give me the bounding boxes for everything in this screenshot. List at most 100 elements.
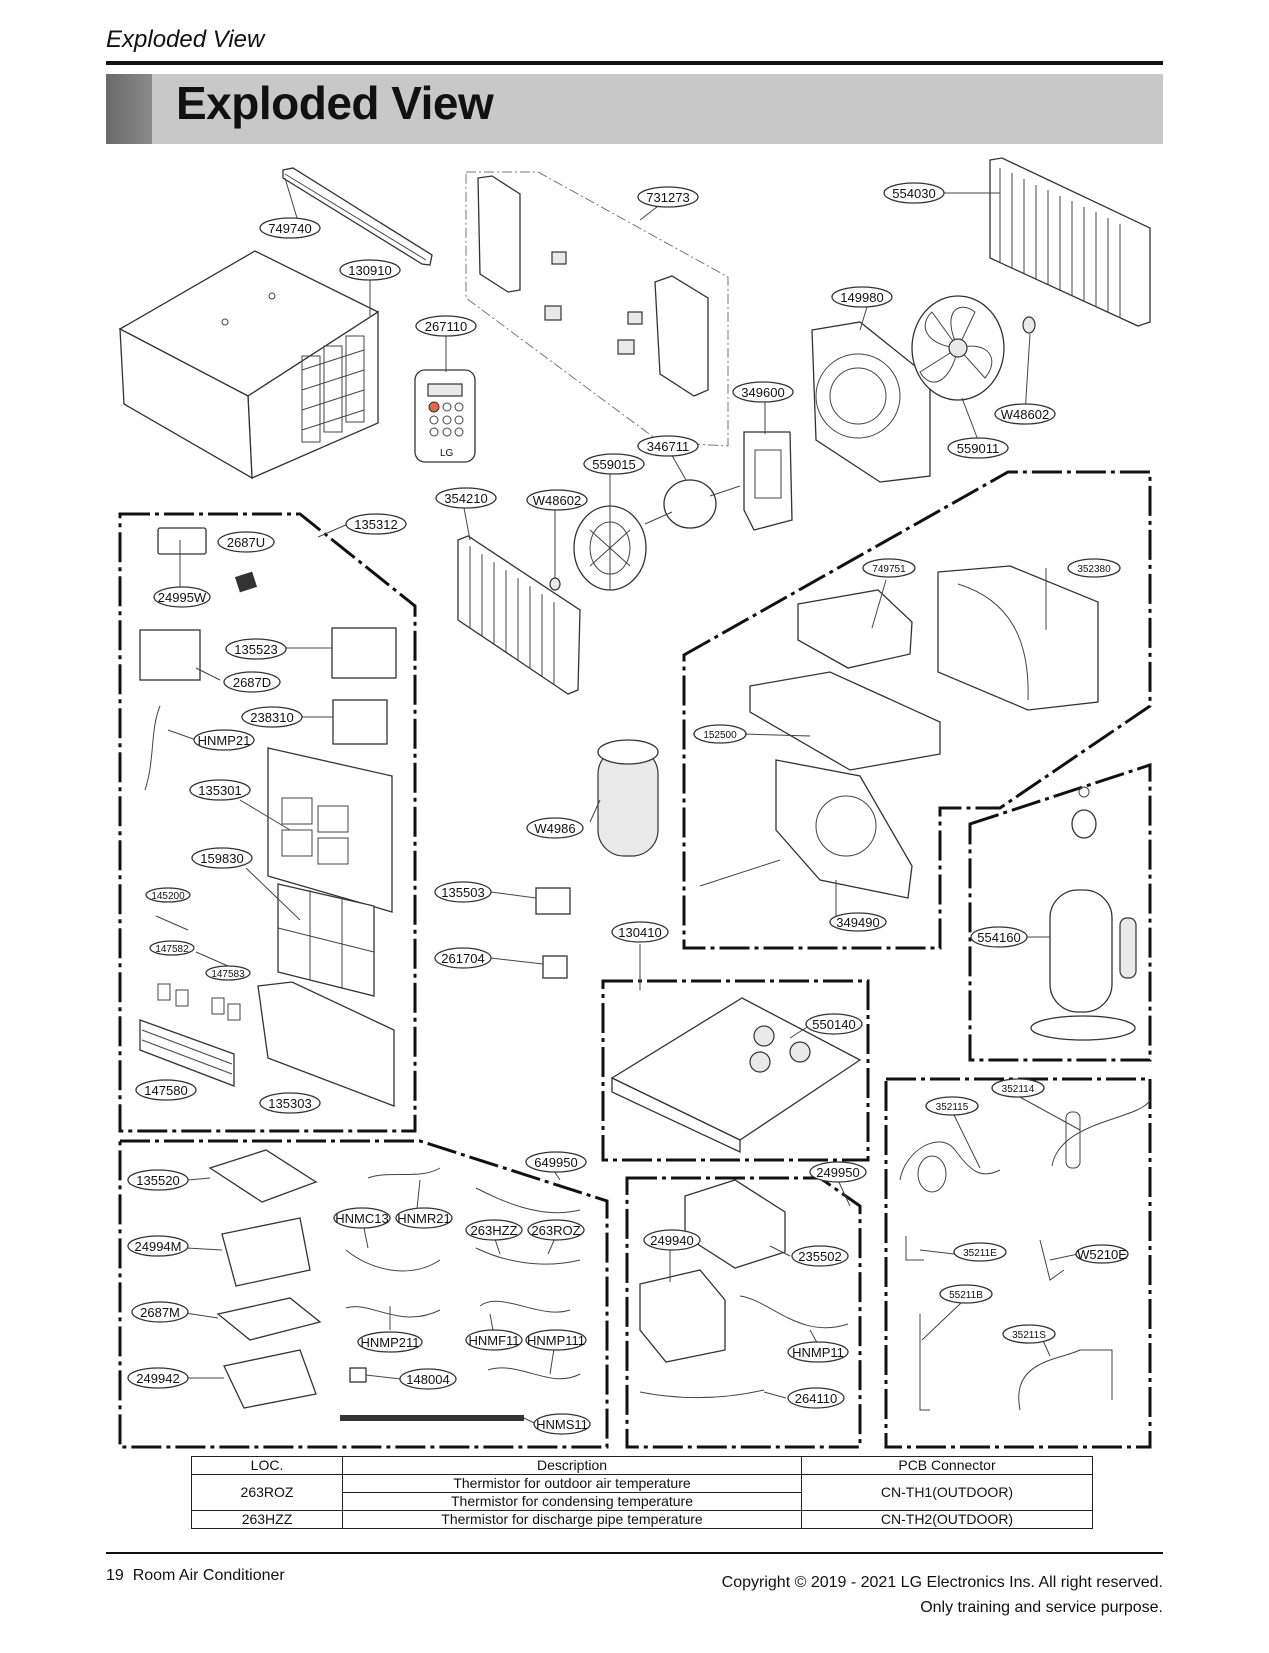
terminal-part (349, 1367, 367, 1383)
callout-W5210E: W5210E (1075, 1244, 1129, 1264)
control-box-cover-part (208, 1149, 318, 1203)
callout-147580: 147580 (135, 1079, 197, 1101)
svg-text:152500: 152500 (703, 730, 737, 741)
table-cell-loc: 263HZZ (191, 1510, 343, 1529)
turbo-fan-part (573, 505, 647, 591)
callout-130410: 130410 (611, 921, 669, 943)
pipe-352115-part (899, 1141, 1001, 1181)
harness-part (144, 705, 161, 791)
svg-text:135523: 135523 (234, 642, 277, 657)
svg-text:749751: 749751 (872, 564, 906, 575)
callout-346711: 346711 (637, 435, 699, 457)
callout-264110: 264110 (787, 1387, 845, 1409)
callout-349600: 349600 (732, 381, 794, 403)
pipe-352114-part (1051, 1099, 1151, 1167)
running-header: Exploded View (106, 26, 265, 53)
table-header-cell: LOC. (191, 1456, 343, 1475)
callout-HNMR21: HNMR21 (395, 1207, 453, 1229)
wire-harness-d-part (479, 1300, 571, 1313)
header-rule (106, 61, 1163, 65)
svg-text:2687D: 2687D (233, 675, 271, 690)
callout-263HZZ: 263HZZ (465, 1219, 523, 1241)
svg-text:554160: 554160 (977, 930, 1020, 945)
table-row: Thermistor for condensing temperature (192, 1492, 1093, 1511)
thermistor-263HZZ-part (475, 1187, 581, 1214)
pipe-55211B-part (919, 1314, 930, 1411)
footer-copyright: Copyright © 2019 - 2021 LG Electronics I… (721, 1574, 1163, 1591)
footer-purpose: Only training and service purpose. (920, 1599, 1163, 1616)
callout-238310: 238310 (241, 706, 303, 728)
thermistor-location-table: LOC. Description PCB Connector 263ROZ Th… (191, 1456, 1093, 1529)
svg-text:352380: 352380 (1077, 564, 1111, 575)
pipe-35211E-part (905, 1236, 924, 1261)
electrical-box-part (639, 1269, 726, 1363)
shroud-part (811, 321, 931, 483)
callout-HNMP211: HNMP211 (357, 1331, 423, 1353)
fan-clamp-lower-part (549, 577, 561, 591)
svg-text:55211B: 55211B (949, 1290, 983, 1301)
svg-text:263ROZ: 263ROZ (531, 1223, 580, 1238)
electrical-box-cover-part (684, 1179, 786, 1269)
callout-159830: 159830 (191, 847, 253, 869)
table-cell-pcb: CN-TH2(OUTDOOR) (801, 1510, 1093, 1529)
svg-text:W4986: W4986 (534, 821, 575, 836)
callout-35211E: 35211E (953, 1242, 1007, 1262)
wire-harness-hnmp11-part (739, 1295, 849, 1329)
svg-text:349600: 349600 (741, 385, 784, 400)
svg-text:HNMP21: HNMP21 (198, 733, 251, 748)
svg-text:HNMP111: HNMP111 (527, 1333, 585, 1348)
svg-text:W48602: W48602 (533, 493, 581, 508)
main-pcb-part (216, 1297, 322, 1341)
callout-W48602-lower: W48602 (526, 489, 588, 511)
callout-550140: 550140 (805, 1013, 863, 1035)
group-outline-compressor (968, 762, 1152, 1062)
callout-147583: 147583 (205, 965, 251, 981)
table-header-cell: PCB Connector (801, 1456, 1093, 1475)
callout-749751: 749751 (862, 558, 916, 578)
group-outline-base-pan (601, 979, 870, 1162)
callout-352380: 352380 (1067, 558, 1121, 578)
svg-text:264110: 264110 (795, 1391, 837, 1406)
svg-text:W5210E: W5210E (1077, 1247, 1127, 1262)
callout-135303: 135303 (259, 1092, 321, 1114)
svg-text:HNMP11: HNMP11 (792, 1345, 844, 1360)
svg-text:HNMC13: HNMC13 (335, 1211, 388, 1226)
callout-24995W: 24995W (153, 586, 211, 608)
table-cell-description: Thermistor for condensing temperature (342, 1492, 802, 1511)
callout-W4986: W4986 (526, 817, 584, 839)
svg-text:HNMF11: HNMF11 (468, 1333, 519, 1348)
table-cell-pcb: CN-TH1(OUTDOOR) (801, 1474, 1093, 1511)
svg-text:135520: 135520 (136, 1173, 179, 1188)
callout-249942: 249942 (127, 1367, 189, 1389)
capacitor-part (597, 739, 659, 857)
group-outline-piping (884, 1077, 1152, 1449)
svg-text:354210: 354210 (444, 491, 487, 506)
wire-harness-c-part (345, 1306, 441, 1318)
title-band-accent (106, 74, 152, 144)
table-cell-loc: 263ROZ (191, 1474, 343, 1511)
callout-152500: 152500 (693, 724, 747, 744)
svg-text:261704: 261704 (441, 951, 484, 966)
svg-text:554030: 554030 (892, 186, 935, 201)
callout-147582: 147582 (149, 940, 195, 956)
callout-554030: 554030 (883, 182, 945, 204)
callout-249950: 249950 (809, 1161, 867, 1183)
table-header-row: LOC. Description PCB Connector (191, 1456, 1093, 1475)
relay-part (535, 887, 571, 915)
callout-649950: 649950 (525, 1151, 587, 1173)
svg-text:349490: 349490 (836, 915, 879, 930)
fan-motor-part (644, 479, 741, 529)
group-outline-control-box (118, 1139, 609, 1449)
fan-clamp-upper-part (1022, 316, 1036, 334)
svg-text:135303: 135303 (268, 1096, 311, 1111)
callout-HNMP21: HNMP21 (193, 729, 255, 751)
control-box-part (221, 1217, 311, 1287)
power-cord-part (639, 1389, 765, 1399)
evaporator-coil-part (457, 535, 581, 695)
callout-354210: 354210 (435, 487, 497, 509)
base-frame-part (749, 671, 941, 771)
svg-text:147580: 147580 (144, 1083, 187, 1098)
callout-249940: 249940 (643, 1229, 701, 1251)
callout-2687U: 2687U (217, 531, 275, 553)
